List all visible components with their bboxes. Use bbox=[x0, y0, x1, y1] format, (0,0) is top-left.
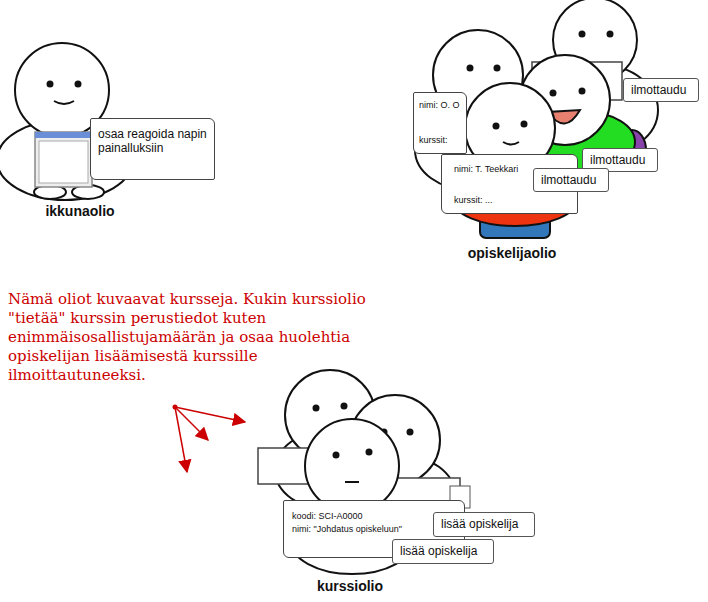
sign-text: kurssit: ... bbox=[454, 195, 571, 206]
button-label: ilmottaudu bbox=[631, 83, 691, 97]
sign-text: osaa reagoida napin painalluksiin bbox=[98, 127, 208, 156]
button: ilmottaudu bbox=[623, 78, 699, 102]
button: lisää opiskelija bbox=[392, 539, 494, 564]
button: lisää opiskelija bbox=[433, 512, 535, 537]
annotation-note: Nämä oliot kuvaavat kursseja. Kukin kurs… bbox=[8, 290, 396, 385]
button-label: lisää opiskelija bbox=[400, 544, 486, 558]
pointer-arrows bbox=[173, 405, 246, 473]
object-label: kurssiolio bbox=[317, 578, 383, 594]
button: ilmottaudu bbox=[533, 168, 609, 192]
button-label: ilmottaudu bbox=[590, 153, 650, 167]
object-label: opiskelijaolio bbox=[468, 245, 557, 261]
object-label: ikkunaolio bbox=[45, 203, 114, 219]
sign-text: nimi: O. O bbox=[419, 100, 463, 111]
button-label: lisää opiskelija bbox=[441, 517, 527, 531]
held-sign: nimi: O. O kurssit: bbox=[413, 92, 467, 154]
sign-text: kurssit: bbox=[419, 135, 463, 146]
button-label: ilmottaudu bbox=[541, 173, 601, 187]
held-sign: osaa reagoida napin painalluksiin bbox=[90, 118, 215, 180]
